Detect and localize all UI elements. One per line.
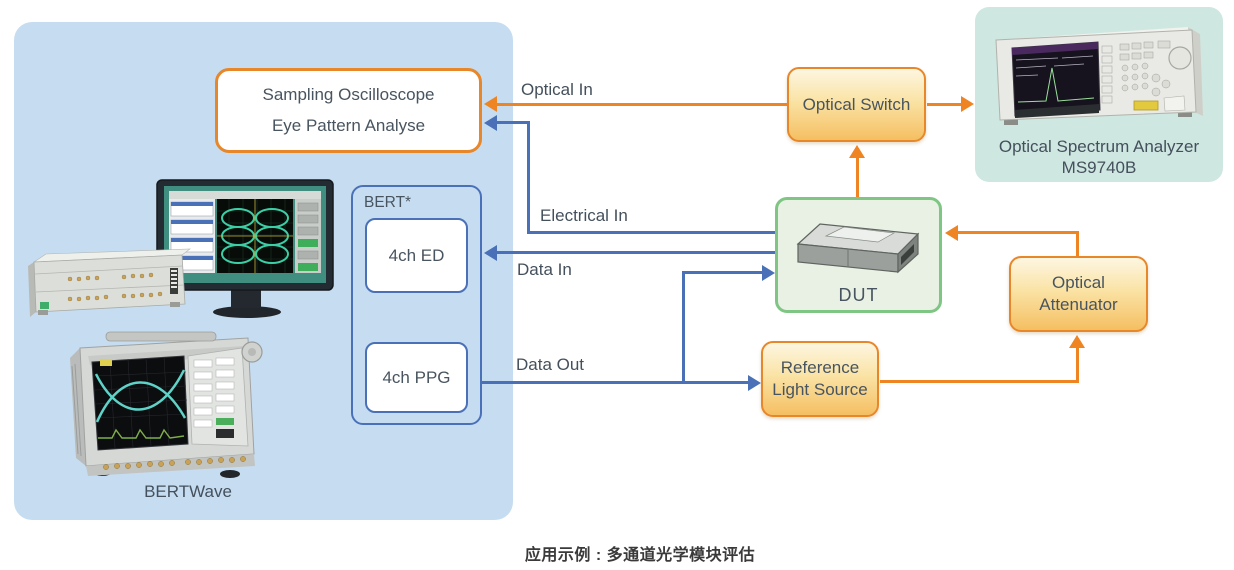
4ch-ppg-box: 4ch PPG	[365, 342, 468, 413]
lightsource-to-attenuator-vline	[1076, 345, 1079, 383]
data-out-branch-hline	[682, 271, 763, 274]
attenuator-to-dut-arrowhead	[945, 225, 958, 241]
4ch-ed-box: 4ch ED	[365, 218, 468, 293]
data-in-label: Data In	[517, 260, 572, 279]
optical-attenuator-line1: Optical	[1052, 273, 1105, 292]
reference-light-source-line1: Reference	[780, 358, 860, 377]
eye-pattern-monitor-photo	[156, 179, 334, 318]
data-out-line	[482, 381, 749, 384]
data-out-branch-vline	[682, 271, 685, 384]
electrical-in-label: Electrical In	[540, 206, 628, 225]
switch-to-analyzer-arrowhead	[961, 96, 974, 112]
osa-caption-line1: Optical Spectrum Analyzer	[998, 137, 1200, 156]
electrical-in-vertical-line	[527, 121, 530, 234]
optical-in-arrowhead	[484, 96, 497, 112]
sampling-oscilloscope-line1: Sampling Oscilloscope	[262, 85, 435, 104]
bert-label: BERT*	[364, 194, 412, 211]
4ch-ppg-label: 4ch PPG	[382, 367, 451, 387]
bertwave-caption: BERTWave	[144, 482, 232, 501]
data-in-line	[496, 251, 775, 254]
reference-light-source-box: Reference Light Source	[761, 341, 879, 417]
reference-light-source-line2: Light Source	[772, 380, 868, 399]
lightsource-to-attenuator-arrowhead	[1069, 335, 1085, 348]
4ch-ed-label: 4ch ED	[388, 245, 445, 265]
sampling-oscilloscope-line2: Eye Pattern Analyse	[271, 116, 426, 135]
sampling-oscilloscope-box: Sampling Oscilloscope Eye Pattern Analys…	[215, 68, 482, 153]
data-out-label: Data Out	[516, 355, 585, 374]
electrical-in-top-line	[496, 121, 530, 124]
osa-caption-line2: MS9740B	[1061, 158, 1137, 177]
optical-spectrum-analyzer-photo	[995, 27, 1203, 125]
dut-label: DUT	[838, 285, 879, 305]
bert-frame: BERT*	[351, 185, 482, 425]
optical-in-label: Optical In	[521, 80, 593, 99]
bertwave-instrument-photo	[70, 331, 263, 478]
dut-module-photo	[796, 223, 920, 274]
data-out-arrowhead	[748, 375, 761, 391]
optical-attenuator-box: Optical Attenuator	[1009, 256, 1148, 332]
optical-switch-box: Optical Switch	[787, 67, 926, 142]
dut-to-switch-line	[856, 155, 859, 197]
diagram-caption: 应用示例 : 多通道光学模块评估	[524, 547, 756, 564]
switch-to-analyzer-line	[927, 103, 963, 106]
optical-attenuator-line2: Attenuator	[1039, 295, 1118, 314]
attenuator-to-dut-vline	[1076, 231, 1079, 258]
attenuator-to-dut-hline	[956, 231, 1079, 234]
optical-switch-label: Optical Switch	[802, 94, 911, 114]
electrical-in-arrowhead	[484, 115, 497, 131]
lightsource-to-attenuator-hline	[880, 380, 1079, 383]
optical-in-line	[496, 103, 787, 106]
dut-to-switch-arrowhead	[849, 145, 865, 158]
data-out-branch-arrowhead	[762, 265, 775, 281]
electrical-in-bottom-line	[527, 231, 775, 234]
bert-mainframe-photo	[28, 248, 191, 317]
osa-caption: Optical Spectrum Analyzer MS9740B	[980, 136, 1218, 178]
data-in-arrowhead	[484, 245, 497, 261]
dut-box: DUT	[775, 197, 942, 313]
